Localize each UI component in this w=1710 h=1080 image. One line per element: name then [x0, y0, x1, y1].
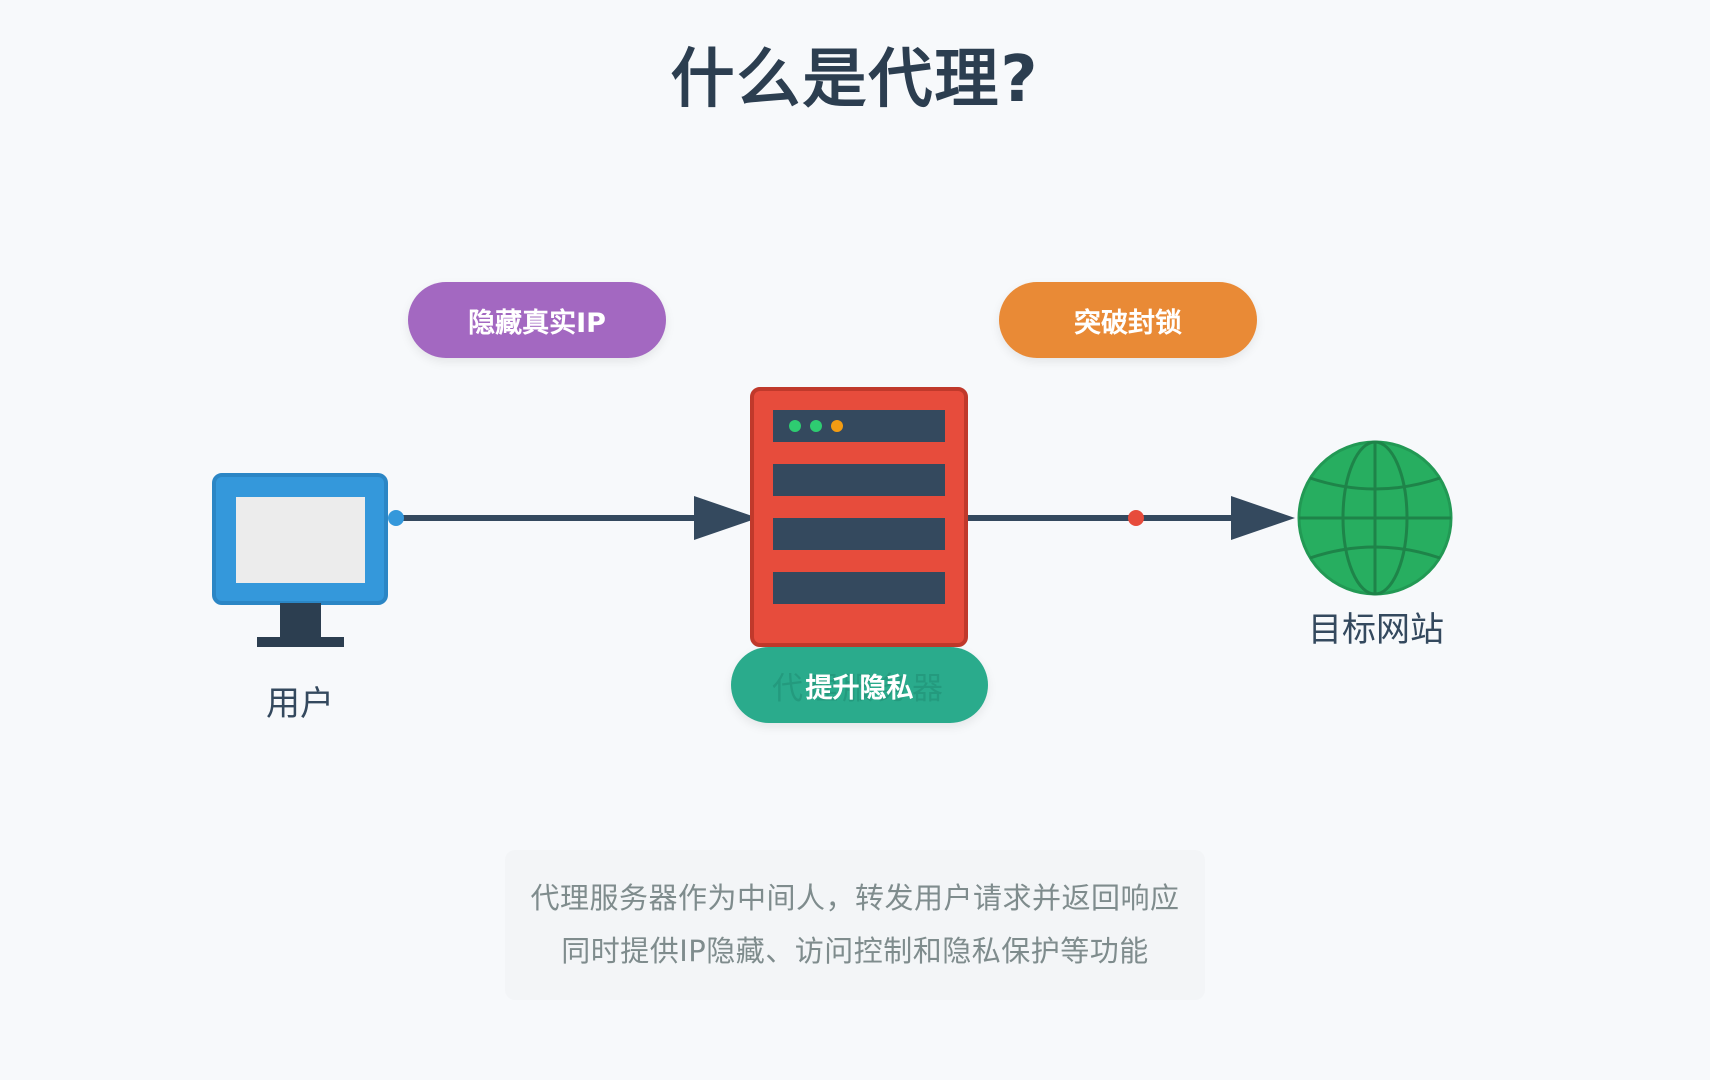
user-label: 用户	[266, 684, 334, 724]
page-title: 什么是代理?	[670, 43, 1040, 117]
proxy-to-site-arrow	[966, 496, 1295, 540]
globe-icon	[1297, 440, 1453, 596]
monitor-icon	[212, 473, 388, 647]
hide-ip-badge: 隐藏真实IP	[408, 282, 666, 358]
bypass-block-badge: 突破封锁	[999, 282, 1257, 358]
privacy-badge-label: 提升隐私	[805, 672, 914, 704]
description-line-2: 同时提供IP隐藏、访问控制和隐私保护等功能	[561, 934, 1149, 968]
status-light-green	[810, 420, 822, 432]
description-line-1: 代理服务器作为中间人，转发用户请求并返回响应	[530, 881, 1180, 915]
privacy-badge: 代理服务器 提升隐私	[731, 647, 988, 723]
user-to-proxy-arrow	[388, 496, 758, 540]
status-light-green	[789, 420, 801, 432]
proxy-server-label: 代理服务器	[772, 670, 947, 707]
description-panel	[505, 850, 1205, 1000]
target-site-label: 目标网站	[1308, 610, 1444, 650]
status-light-orange	[831, 420, 843, 432]
server-icon	[750, 387, 968, 647]
